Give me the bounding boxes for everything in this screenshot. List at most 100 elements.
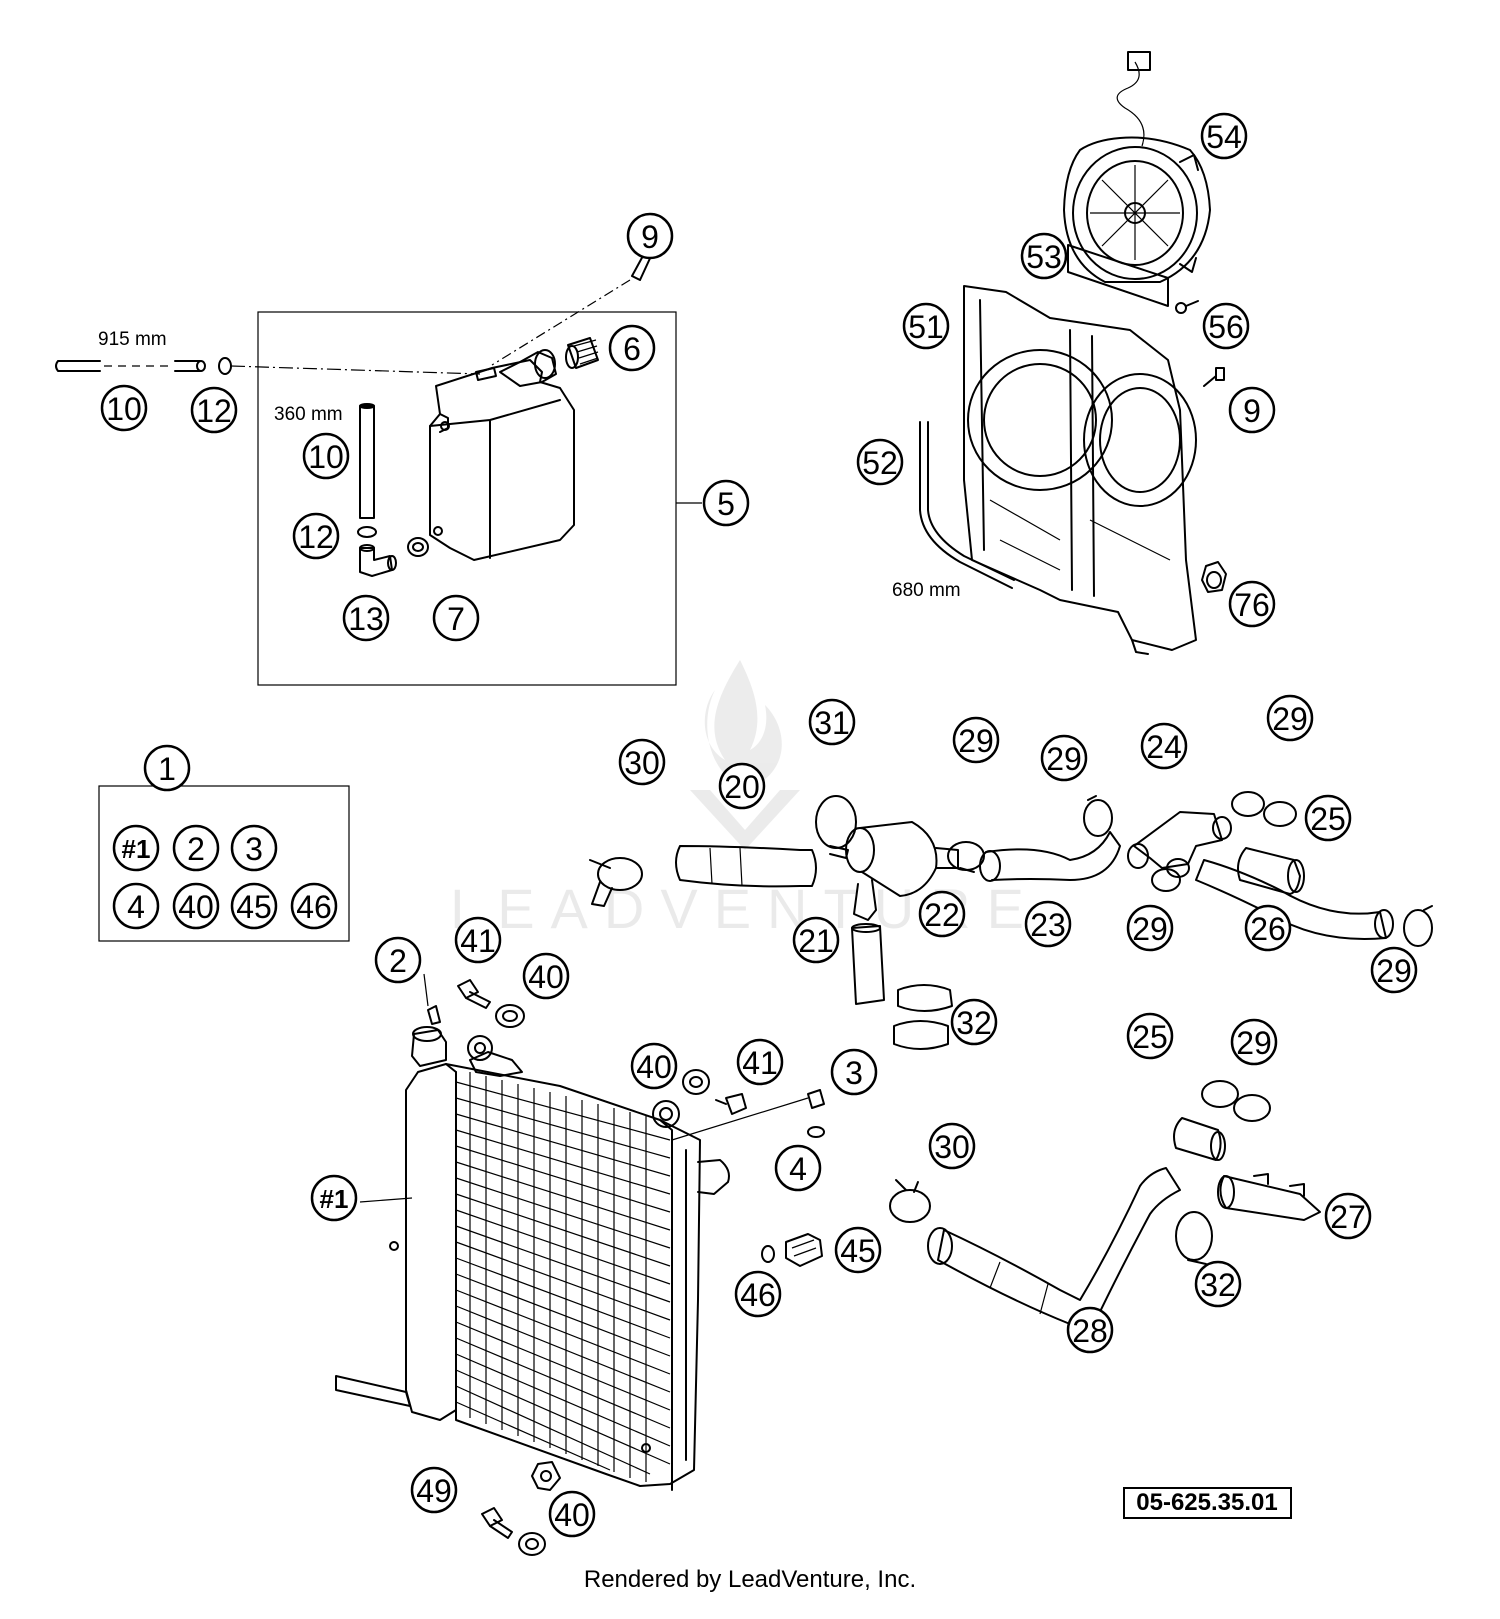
callout-label: 6 [623,331,641,367]
screw-9-shroud [1203,367,1225,387]
kit-member-45: 45 [230,882,278,930]
hose-21 [851,923,885,1005]
kit-member-label: #1 [122,834,151,864]
callout-40: 40 [548,1490,596,1538]
callout-label: 5 [717,486,735,522]
hose-clamp-31 [815,795,857,859]
callout-9: 9 [1228,386,1276,434]
plate-53 [1067,244,1169,307]
watermark-logo [690,660,800,850]
callout-label: 25 [1132,1019,1168,1055]
hose-clamp-29-d [1151,868,1181,892]
callout-label: 54 [1206,119,1242,155]
hose-clamp-12-small [357,526,377,538]
hose-25-upper [1237,847,1305,895]
callout-label: 76 [1234,587,1270,623]
callout-25: 25 [1126,1012,1174,1060]
callout-56: 56 [1202,302,1250,350]
leader-1-radiator [359,1197,413,1203]
kit-member-label: 40 [178,889,214,925]
seal-ring-46 [761,1245,775,1263]
callout-label: 32 [956,1005,992,1041]
callout-label: 20 [724,769,760,805]
hose-clamp-29-e [1403,905,1433,947]
hose-clamp-29-c [1231,791,1297,827]
callout-29: 29 [1266,694,1314,742]
kit-member-40: 40 [172,882,220,930]
callout-29: 29 [952,716,1000,764]
hose-clamp-12-top [218,357,481,375]
kit-group-box [98,785,350,942]
kit-member-hash-1: #1 [112,824,160,872]
callout-label: 29 [1046,741,1082,777]
callout-7: 7 [432,594,480,642]
callout-3: 3 [830,1048,878,1096]
callout-52: 52 [856,438,904,486]
callout-23: 23 [1024,900,1072,948]
callout-label: 25 [1310,801,1346,837]
callout-24: 24 [1140,722,1188,770]
hose-clamp-29-f [1201,1080,1271,1122]
callout-41: 41 [454,916,502,964]
fan-shroud-51 [963,285,1197,655]
kit-member-label: 46 [296,889,332,925]
callout-2: 2 [374,936,422,984]
callout-6: 6 [608,324,656,372]
hose-clamp-30-lower [889,1179,931,1223]
callout-41: 41 [736,1038,784,1086]
kit-member-3: 3 [230,824,278,872]
callout-label: 51 [908,309,944,345]
callout-label: 2 [389,943,407,979]
callout-hash-1: #1 [310,1174,358,1222]
callout-label: 46 [740,1277,776,1313]
callout-label: 40 [528,959,564,995]
hose-clamp-29-b [1083,795,1113,837]
clip-76 [1201,561,1227,593]
callout-54: 54 [1200,112,1248,160]
callout-76: 76 [1228,580,1276,628]
callout-28: 28 [1066,1306,1114,1354]
callout-label: 7 [447,601,465,637]
callout-label: 10 [308,439,344,475]
callout-label: 56 [1208,309,1244,345]
radiator-cap-2 [411,973,447,1067]
callout-10: 10 [100,384,148,432]
kit-member-label: 4 [127,889,145,925]
callout-label: 40 [636,1049,672,1085]
expansion-tank-group-box [257,311,677,686]
callout-9: 9 [626,212,674,260]
thermostat-22 [845,821,959,921]
callout-label: 27 [1330,1199,1366,1235]
callout-1: 1 [143,744,191,792]
t-fitting-24 [1127,811,1232,878]
callout-label: 13 [348,601,384,637]
callout-label: 3 [845,1055,863,1091]
hose-360 [359,403,375,519]
callout-29: 29 [1040,734,1088,782]
callout-label: 9 [1243,393,1261,429]
footer-credit: Rendered by LeadVenture, Inc. [583,1566,917,1593]
callout-40: 40 [630,1042,678,1090]
callout-label: 28 [1072,1313,1108,1349]
callout-label: 29 [1132,911,1168,947]
kit-member-2: 2 [172,824,220,872]
callout-27: 27 [1324,1192,1372,1240]
callout-label: 1 [158,751,176,787]
callout-45: 45 [834,1226,882,1274]
callout-label: 31 [814,705,850,741]
callout-label: 52 [862,445,898,481]
callout-32: 32 [950,998,998,1046]
callout-26: 26 [1244,904,1292,952]
callout-51: 51 [902,302,950,350]
callout-label: 29 [958,723,994,759]
hose-clamp-32-a [893,984,953,1050]
drain-hose-52 [919,421,1015,589]
callout-label: 21 [798,923,834,959]
callout-label: 30 [624,745,660,781]
hose-23 [979,831,1121,882]
hose-27 [1217,1173,1321,1221]
callout-53: 53 [1020,232,1068,280]
kit-member-label: 3 [245,831,263,867]
